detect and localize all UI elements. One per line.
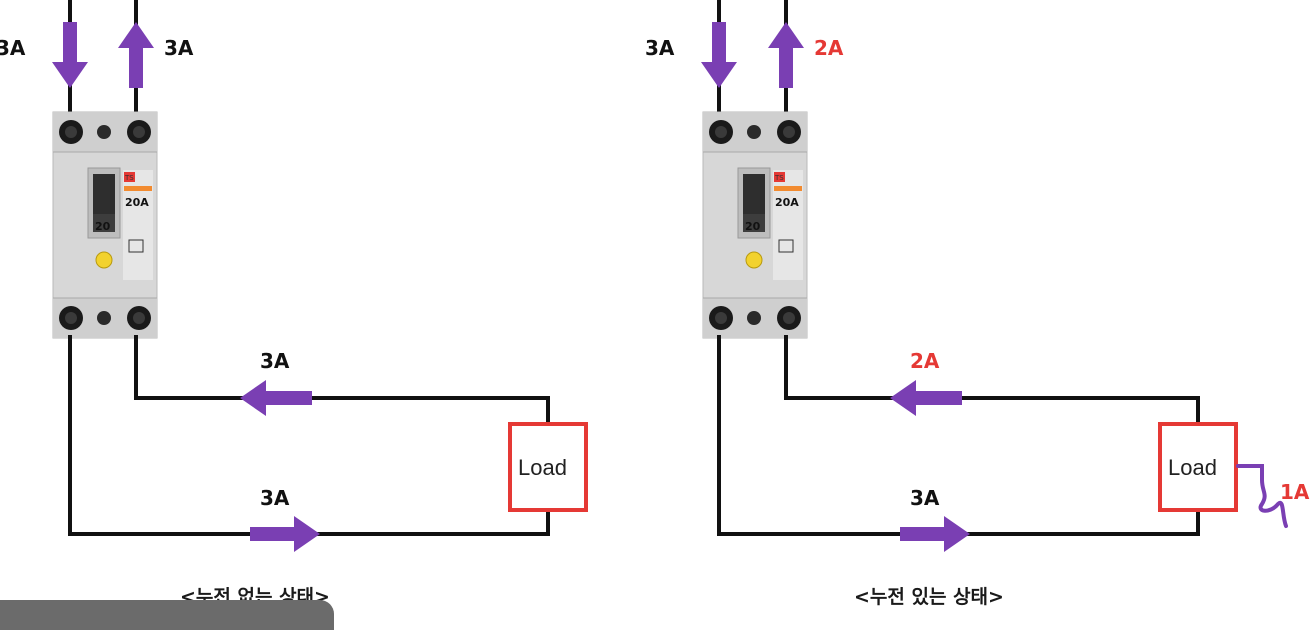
right-load-label: Load bbox=[1168, 455, 1217, 480]
right-return-wire bbox=[784, 335, 1200, 424]
left-return-wire bbox=[134, 335, 550, 424]
left-return-label: 3A bbox=[260, 349, 290, 373]
right-return-arrow bbox=[890, 380, 962, 416]
left-load-box bbox=[508, 422, 588, 512]
left-breaker: 20 TS 20A bbox=[52, 111, 158, 339]
left-breaker-rating: 20A bbox=[125, 196, 149, 209]
left-supply-out-label: 3A bbox=[164, 36, 194, 60]
right-diagram: 3A 2A 20 TS 20A 2A 3A Load 1A <누전 있는 상태> bbox=[645, 0, 1310, 608]
leakage-diagram: 3A 3A 20 TS 20A 3A 3A Load <누전 없는 상태> 3A… bbox=[0, 0, 1310, 608]
bottom-overlay-tab bbox=[0, 600, 334, 630]
right-supply-in-label: 3A bbox=[645, 36, 675, 60]
right-load-box bbox=[1158, 422, 1238, 512]
left-breaker-handle-value: 20 bbox=[95, 220, 111, 233]
right-supply-out-arrow bbox=[768, 22, 804, 88]
right-caption: <누전 있는 상태> bbox=[854, 586, 1004, 608]
left-supply-out-arrow bbox=[118, 22, 154, 88]
right-feed-wire bbox=[717, 335, 1200, 536]
right-leak-wire bbox=[1236, 464, 1288, 528]
left-diagram: 3A 3A 20 TS 20A 3A 3A Load <누전 없는 상태> bbox=[0, 0, 588, 608]
right-breaker-handle-value: 20 bbox=[745, 220, 761, 233]
right-feed-arrow bbox=[900, 516, 970, 552]
right-supply-in-arrow bbox=[701, 22, 737, 88]
left-return-arrow bbox=[240, 380, 312, 416]
left-supply-in-arrow bbox=[52, 22, 88, 88]
right-breaker: 20 TS 20A bbox=[702, 111, 808, 339]
right-breaker-badge: TS bbox=[774, 174, 784, 182]
right-breaker-rating: 20A bbox=[775, 196, 799, 209]
right-supply-out-label: 2A bbox=[814, 36, 844, 60]
left-feed-label: 3A bbox=[260, 486, 290, 510]
right-return-label: 2A bbox=[910, 349, 940, 373]
left-breaker-badge: TS bbox=[124, 174, 134, 182]
left-feed-arrow bbox=[250, 516, 320, 552]
left-supply-in-label: 3A bbox=[0, 36, 26, 60]
right-leak-label: 1A bbox=[1280, 480, 1310, 504]
left-feed-wire bbox=[68, 335, 550, 536]
right-feed-label: 3A bbox=[910, 486, 940, 510]
left-load-label: Load bbox=[518, 455, 567, 480]
